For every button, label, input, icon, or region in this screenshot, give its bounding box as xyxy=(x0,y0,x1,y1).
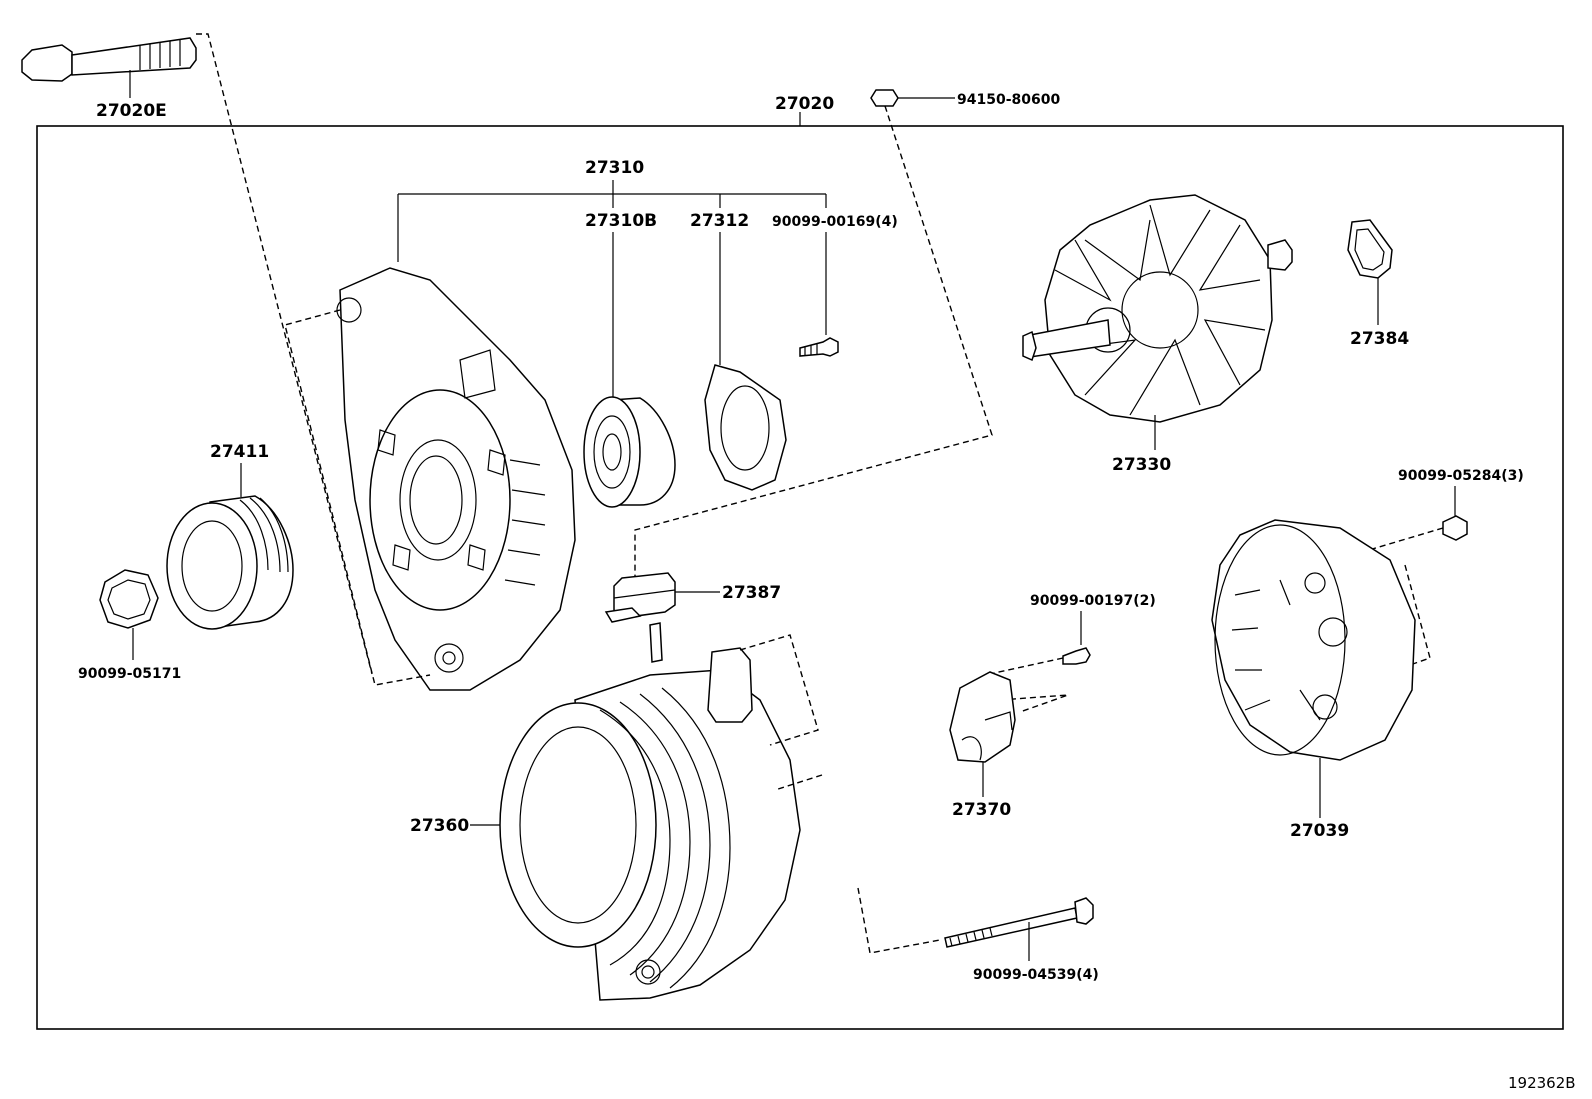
assembly-label: 27020 xyxy=(775,94,834,114)
dash-27310-left xyxy=(284,309,431,686)
part-27310b-bearing[interactable]: 27310B xyxy=(583,200,676,508)
dash-94150 xyxy=(634,105,993,580)
part-27384-ring[interactable]: 27384 xyxy=(1347,219,1409,349)
label-27330: 27330 xyxy=(1112,455,1171,475)
label-27020e: 27020E xyxy=(96,101,167,121)
dash-90099-00197 xyxy=(984,657,1069,713)
part-90099-00197-screw[interactable]: 90099-00197(2) xyxy=(1030,593,1156,665)
part-27411-pulley[interactable]: 27411 xyxy=(166,442,294,630)
label-90099-05284: 90099-05284(3) xyxy=(1398,468,1524,484)
part-27330-rotor[interactable]: 27330 xyxy=(1022,194,1293,475)
label-27310b: 27310B xyxy=(585,211,657,231)
label-90099-05171: 90099-05171 xyxy=(78,666,181,682)
part-90099-00169-screw[interactable]: 90099-00169(4) xyxy=(772,200,898,357)
label-27360: 27360 xyxy=(410,816,469,836)
label-90099-00169: 90099-00169(4) xyxy=(772,214,898,230)
label-90099-04539: 90099-04539(4) xyxy=(973,967,1099,983)
label-27384: 27384 xyxy=(1350,329,1409,349)
dash-90099-05284 xyxy=(1341,527,1444,666)
dash-27360 xyxy=(739,634,941,954)
label-94150-80600: 94150-80600 xyxy=(957,92,1060,108)
label-27411: 27411 xyxy=(210,442,269,462)
part-90099-05284-nut[interactable]: 90099-05284(3) xyxy=(1398,468,1524,541)
figure-code: 192362B xyxy=(1508,1074,1576,1092)
part-27039-cover[interactable]: 27039 xyxy=(1211,519,1416,841)
part-27360-frame[interactable]: 27360 xyxy=(410,622,801,1001)
part-27020e-bolt[interactable]: 27020E xyxy=(21,37,197,121)
label-27387: 27387 xyxy=(722,583,781,603)
part-90099-05171-nut[interactable]: 90099-05171 xyxy=(78,569,181,682)
part-90099-04539-bolt[interactable]: 90099-04539(4) xyxy=(944,897,1099,983)
group-27310: 27310 xyxy=(397,158,827,262)
part-27387-seal[interactable]: 27387 xyxy=(604,572,781,623)
label-27310: 27310 xyxy=(585,158,644,178)
part-94150-80600-nut[interactable]: 94150-80600 xyxy=(870,89,1060,108)
label-27039: 27039 xyxy=(1290,821,1349,841)
label-90099-00197: 90099-00197(2) xyxy=(1030,593,1156,609)
part-27312-retainer[interactable]: 27312 xyxy=(690,200,787,491)
label-27312: 27312 xyxy=(690,211,749,231)
label-27370: 27370 xyxy=(952,800,1011,820)
dash-27020e xyxy=(196,33,373,675)
part-27310-housing[interactable] xyxy=(336,267,576,691)
part-27370-brush-holder[interactable]: 27370 xyxy=(949,671,1016,820)
